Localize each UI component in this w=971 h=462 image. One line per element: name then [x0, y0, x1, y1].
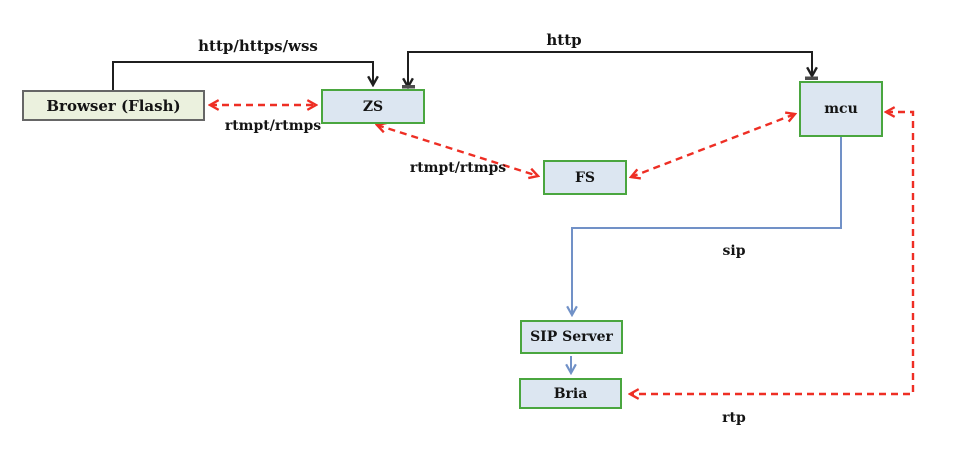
node-zs-label: ZS: [362, 98, 384, 115]
node-browser-flash: Browser (Flash): [22, 90, 205, 121]
edge-label-sip: sip: [722, 243, 746, 259]
edge-label-rtmpt-browser-zs: rtmpt/rtmps: [224, 118, 322, 134]
edge-fs-mcu-line: [631, 114, 795, 177]
node-sip-server: SIP Server: [520, 320, 623, 354]
edge-label-rtp: rtp: [722, 410, 746, 426]
node-browser-flash-label: Browser (Flash): [46, 96, 181, 115]
edge-rtmpt-zs-fs-line: [377, 125, 538, 176]
node-zs: ZS: [321, 89, 425, 124]
edge-label-rtmpt-zs-fs: rtmpt/rtmps: [409, 160, 507, 176]
zs-top-connector-tick: [402, 85, 415, 89]
edge-rtp-line: [630, 112, 915, 394]
node-bria: Bria: [519, 378, 622, 409]
node-mcu: mcu: [799, 81, 883, 137]
edge-label-http: http: [546, 31, 582, 49]
node-fs-label: FS: [574, 169, 596, 186]
node-sip-server-label: SIP Server: [530, 329, 613, 345]
edge-label-http-https-wss: http/https/wss: [198, 37, 318, 55]
node-fs: FS: [543, 160, 627, 195]
mcu-top-connector-tick: [805, 76, 818, 80]
edge-http-line: [408, 51, 812, 87]
node-mcu-label: mcu: [824, 101, 858, 117]
edge-http-https-wss-line: [112, 61, 373, 90]
node-bria-label: Bria: [553, 385, 588, 402]
